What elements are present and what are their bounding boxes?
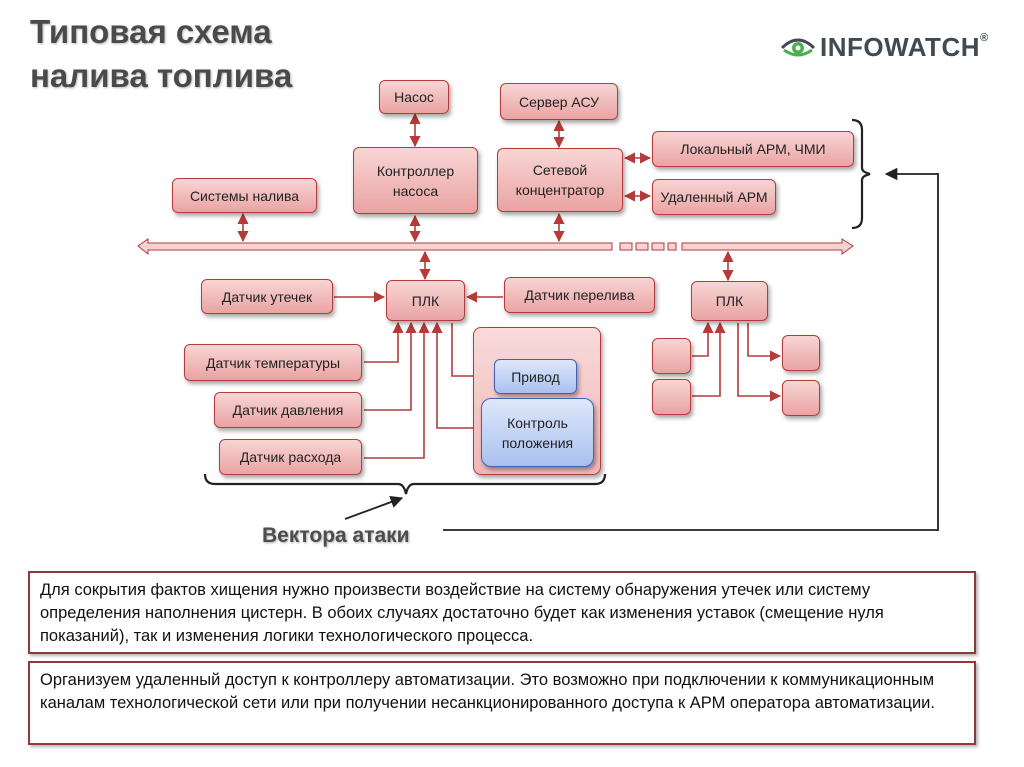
node-position-control: Контроль положения [481,398,594,467]
node-flow-sensor: Датчик расхода [219,439,362,475]
node-overflow-sensor: Датчик перелива [504,277,655,313]
link-pressure-plc [364,321,417,411]
node-pressure-sensor: Датчик давления [214,392,362,428]
link-p2-d [737,323,782,402]
attack-feedback-arrow [443,167,939,531]
bracket-bottom [203,473,607,495]
node-remote-arm: Удаленный АРМ [652,179,776,215]
link-position-plc [431,321,480,429]
node-leak-sensor: Датчик утечек [201,279,333,314]
link-p2-b [692,321,726,397]
node-network-hub: Сетевой концентратор [497,148,623,212]
node-plc-main: ПЛК [386,280,465,321]
bracket-right [851,118,871,230]
node-filling-systems: Системы налива [172,178,317,213]
link-temp-plc [364,321,404,363]
network-bus [137,238,854,256]
node-local-arm: Локальный АРМ, ЧМИ [652,131,854,167]
note-1-text: Для сокрытия фактов хищения нужно произв… [40,581,884,645]
link-flow-plc [364,321,430,459]
device-box-4 [782,380,820,416]
device-box-1 [652,338,691,374]
infowatch-logo: INFOWATCH® [780,28,1000,68]
node-pump: Насос [379,80,449,114]
note-2-text: Организуем удаленный доступ к контроллер… [40,671,935,712]
attack-vectors-label: Вектора атаки [262,524,410,547]
node-temperature-sensor: Датчик температуры [184,344,362,381]
logo-text: INFOWATCH® [820,32,989,62]
node-plc-second: ПЛК [691,281,768,321]
attack-arrow [344,496,404,520]
node-asu-server: Сервер АСУ [500,83,618,120]
node-pump-controller: Контроллер насоса [353,147,478,214]
eye-icon [780,38,816,57]
link-p2-a [692,321,714,357]
note-1: Для сокрытия фактов хищения нужно произв… [28,571,976,654]
device-box-2 [652,379,691,415]
link-p2-c [747,323,782,362]
title-line-2: налива топлива [30,57,293,94]
device-box-3 [782,335,820,371]
note-2: Организуем удаленный доступ к контроллер… [28,661,976,745]
slide-title: Типовая схема налива топлива [30,10,292,98]
title-line-1: Типовая схема [30,13,272,50]
node-actuator: Привод [494,359,577,394]
